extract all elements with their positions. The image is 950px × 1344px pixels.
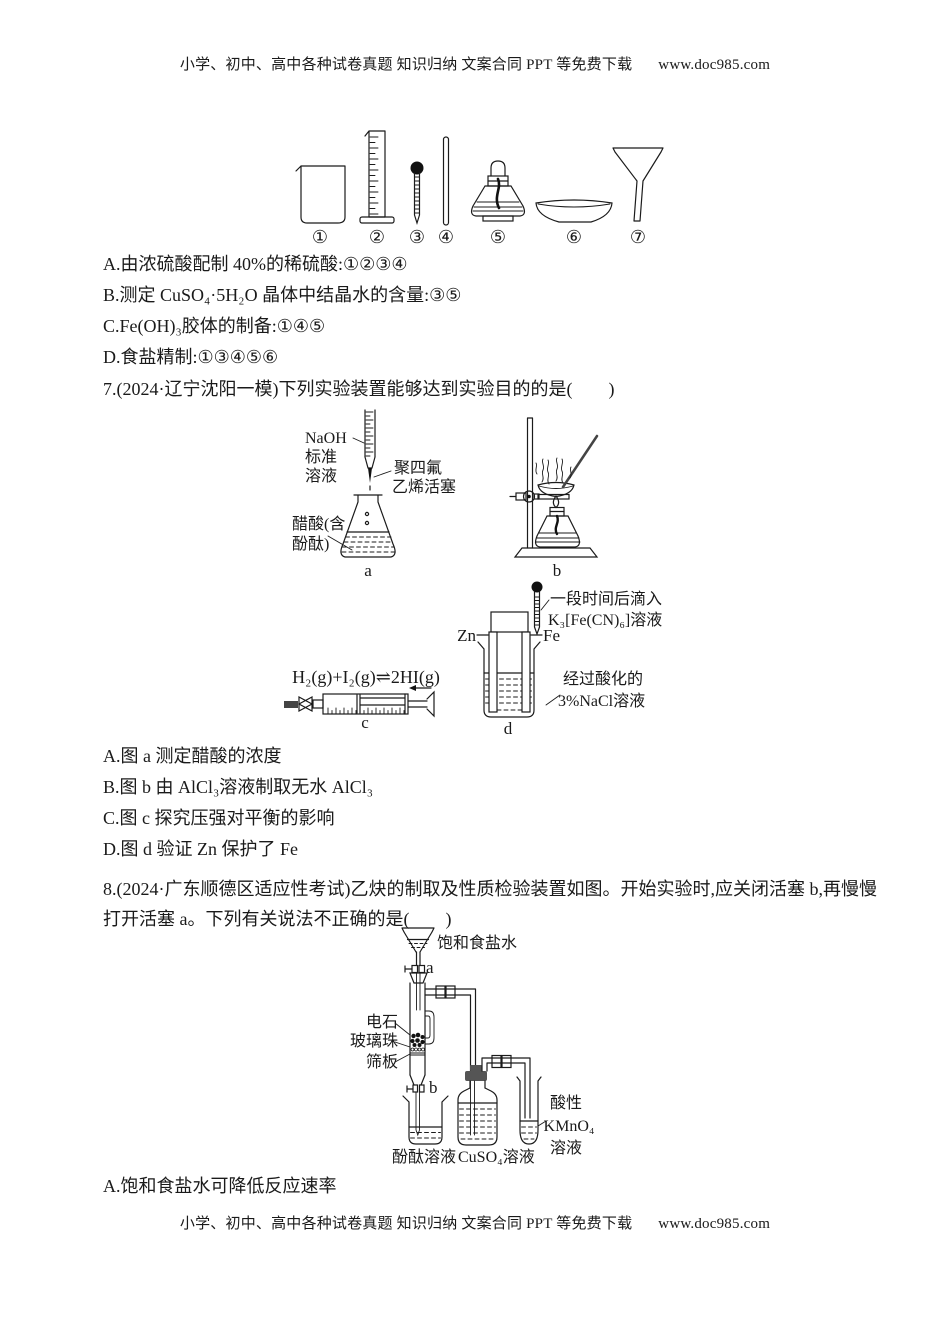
kmno4-label-line2: KMnO₄ <box>544 1118 595 1135</box>
dropping-funnel-icon <box>401 927 435 974</box>
electrode-cell-icon <box>476 611 543 718</box>
solution-label-line1: 经过酸化的 <box>563 670 643 688</box>
equipment-number-4: ④ <box>438 227 454 248</box>
funnel-icon <box>612 147 664 222</box>
stopcock-a-label: a <box>426 958 434 977</box>
header-text: 小学、初中、高中各种试卷真题 知识归纳 文案合同 PPT 等免费下载 <box>179 57 633 73</box>
q6-option-c: C.Fe(OH)₃胶体的制备:①④⑤ <box>103 316 326 336</box>
burette-label-line2: 标准 <box>305 448 337 466</box>
diagram-a-caption: a <box>364 561 372 580</box>
kmno4-test-tube-icon <box>516 1076 547 1145</box>
footer-text: 小学、初中、高中各种试卷真题 知识归纳 文案合同 PPT 等免费下载 <box>179 1216 633 1232</box>
q8-apparatus-diagram: 饱和食盐水 a 电石 玻璃珠 筛板 b 酚酞溶液 CuSO₄溶液 酸性 KMnO… <box>350 927 595 1166</box>
q7-option-d: D.图 d 验证 Zn 保护了 Fe <box>103 839 298 859</box>
footer: 小学、初中、高中各种试卷真题 知识归纳 文案合同 PPT 等免费下载 www.do… <box>0 1212 950 1233</box>
brine-label: 饱和食盐水 <box>437 934 517 952</box>
flask-label-line2: 酚酞) <box>292 535 329 553</box>
gas-washing-bottle-icon <box>457 1054 531 1146</box>
evaporating-dish-icon <box>535 199 613 223</box>
phenolphthalein-beaker-icon <box>402 1095 449 1145</box>
dropper-label-line1: 一段时间后滴入 <box>550 590 662 608</box>
q7-option-c: C.图 c 探究压强对平衡的影响 <box>103 808 335 828</box>
burette-label-line3: 溶液 <box>305 467 337 485</box>
evaporating-dish-heating-icon <box>535 434 599 498</box>
equipment-number-6: ⑥ <box>566 227 582 248</box>
equipment-number-7: ⑦ <box>630 227 646 248</box>
dropper-kfe-icon <box>531 581 561 706</box>
equipment-number-1: ① <box>312 227 328 248</box>
equipment-number-3: ③ <box>409 227 425 248</box>
q7-diagram-ab: NaOH 标准 溶液 聚四氟 乙烯活塞 醋酸(含 酚酞) a b <box>292 409 599 580</box>
q6-option-d: D.食盐精制:①③④⑤⑥ <box>103 347 279 367</box>
q7-option-b: B.图 b 由 AlCl₃溶液制取无水 AlCl₃ <box>103 777 374 797</box>
burette-label-line1: NaOH <box>305 430 347 447</box>
sieve-plate-label: 筛板 <box>366 1052 398 1071</box>
burette-icon <box>352 409 392 491</box>
q7-stem: 7.(2024·辽宁沈阳一模)下列实验装置能够达到实验目的的是( ) <box>103 379 615 399</box>
stopcock-label-line2: 乙烯活塞 <box>392 478 456 496</box>
graduated-cylinder-icon <box>359 130 395 224</box>
kmno4-label-line3: 溶液 <box>550 1139 582 1157</box>
equipment-number-5: ⑤ <box>490 227 506 248</box>
q6-option-b: B.测定 CuSO₄·5H₂O 晶体中结晶水的含量:③⑤ <box>103 285 462 305</box>
stopcock-b-label: b <box>429 1078 438 1097</box>
ring-stand-icon <box>509 417 599 558</box>
diagram-b-caption: b <box>553 561 562 580</box>
equipment-diagram: ① ② ③ ④ ⑤ ⑥ ⑦ <box>295 130 664 248</box>
equilibrium-equation: H₂(g)+I₂(g)⇌2HI(g) <box>292 667 440 688</box>
q8-option-a: A.饱和食盐水可降低反应速率 <box>103 1176 337 1196</box>
cuso4-label: CuSO₄溶液 <box>458 1148 535 1166</box>
flask-label-line1: 醋酸(含 <box>292 515 345 533</box>
footer-url: www.doc985.com <box>658 1216 771 1232</box>
syringe-icon <box>284 685 435 718</box>
stopcock-label-line1: 聚四氟 <box>394 459 442 477</box>
beaker-icon <box>295 165 346 224</box>
zn-electrode-label: Zn <box>457 626 476 645</box>
glass-rod-icon <box>442 136 450 226</box>
diagram-c-caption: c <box>361 713 369 732</box>
glass-beads-label: 玻璃珠 <box>350 1032 398 1050</box>
diagram-d-caption: d <box>504 719 513 738</box>
dropper-label-line2: K₃[Fe(CN)₆]溶液 <box>548 611 662 629</box>
q8-stem-line2: 打开活塞 a。下列有关说法不正确的是( ) <box>103 909 452 929</box>
conical-flask-icon <box>327 494 396 558</box>
carbide-label: 电石 <box>366 1013 398 1031</box>
header-url: www.doc985.com <box>658 57 771 73</box>
solution-label-line2: 3%NaCl溶液 <box>558 692 645 710</box>
phenolphthalein-label: 酚酞溶液 <box>392 1148 456 1166</box>
q7-diagram-cd: H₂(g)+I₂(g)⇌2HI(g) c Zn Fe 一段时间后滴入 K₃[Fe… <box>284 581 662 738</box>
q7-option-a: A.图 a 测定醋酸的浓度 <box>103 746 282 766</box>
reaction-tube-icon <box>394 972 477 1137</box>
q6-option-a: A.由浓硫酸配制 40%的稀硫酸:①②③④ <box>103 254 408 274</box>
fe-electrode-label: Fe <box>543 626 560 645</box>
q8-stem-line1: 8.(2024·广东顺德区适应性考试)乙炔的制取及性质检验装置如图。开始实验时,… <box>103 879 877 899</box>
equipment-number-2: ② <box>369 227 385 248</box>
alcohol-lamp-icon <box>470 160 526 222</box>
alcohol-lamp-lit-icon <box>534 494 581 548</box>
dropper-icon <box>410 161 424 226</box>
kmno4-label-line1: 酸性 <box>550 1094 582 1112</box>
header: 小学、初中、高中各种试卷真题 知识归纳 文案合同 PPT 等免费下载 www.do… <box>0 53 950 74</box>
